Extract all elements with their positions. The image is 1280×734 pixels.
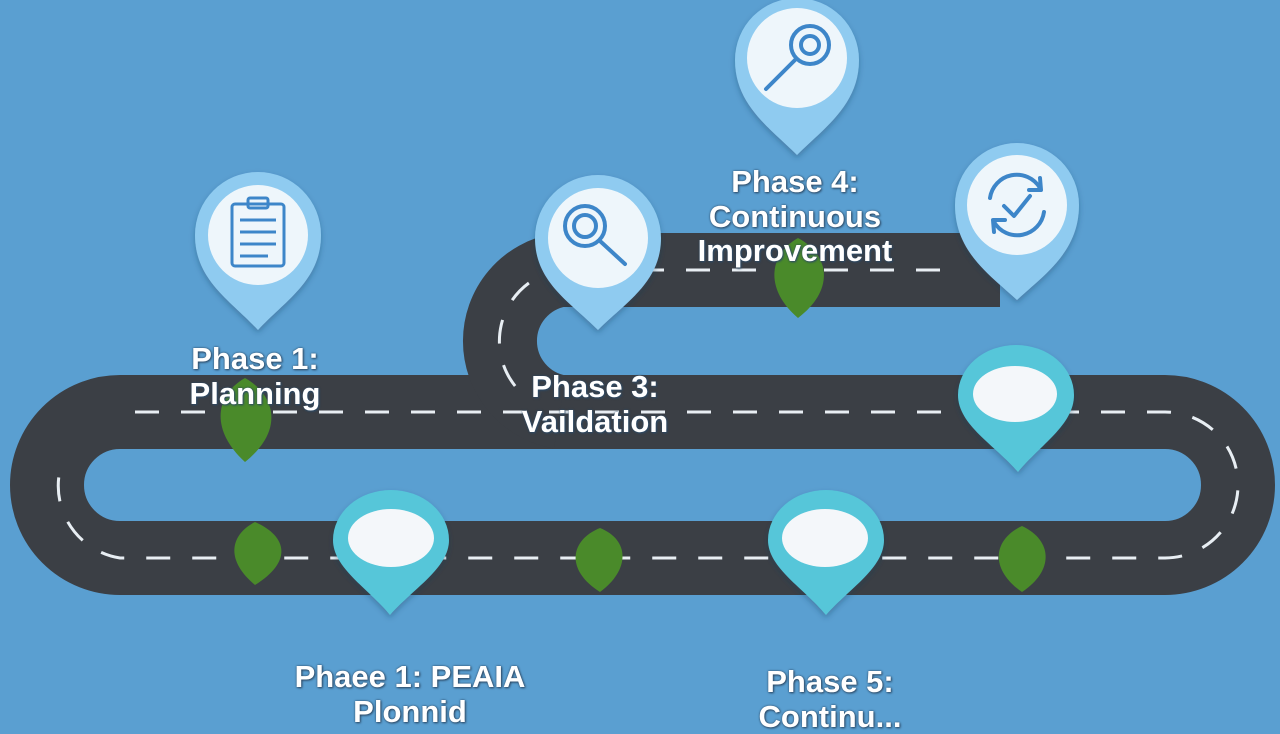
leaf-markers (220, 238, 1046, 592)
teal-pin-right[interactable] (958, 345, 1074, 472)
refresh-pin[interactable] (955, 143, 1079, 300)
bottom-right-label: Phase 5: Continu... (700, 664, 960, 734)
phase3-subtitle: Vaildation (521, 403, 669, 439)
leaf-icon (575, 528, 623, 592)
refresh-check-icon (988, 172, 1046, 238)
leaf-icon (234, 522, 282, 585)
leaf-icon (774, 238, 824, 318)
road (10, 233, 1275, 595)
bottom-left-subtitle: Plonnid (353, 693, 467, 729)
bottom-left-label: Phaee 1: PEAIA Plonnid (250, 659, 570, 729)
phase3-title: Phase 3: (531, 369, 659, 404)
leaf-icon (998, 526, 1046, 592)
teal-pin-bottom-right[interactable] (768, 490, 884, 615)
phase4-label: Phase 4: Continuous Improvement (660, 164, 930, 269)
phase4-subtitle-1: Continuous (708, 198, 882, 234)
phase4-title: Phase 4: (731, 164, 859, 199)
phase4-pin[interactable] (735, 0, 859, 155)
teal-pin-bottom-left[interactable] (333, 490, 449, 615)
phase4-subtitle-2: Improvement (697, 233, 893, 269)
phase1-title: Phase 1: (191, 341, 319, 376)
phase1-subtitle: Planning (189, 375, 321, 411)
phase1-label: Phase 1: Planning (140, 341, 370, 411)
leaf-icon (220, 378, 272, 462)
magnifier-icon (764, 24, 831, 91)
bottom-right-title: Phase 5: (766, 664, 894, 699)
phase3-pin[interactable] (535, 175, 661, 330)
magnifier-icon (563, 204, 627, 266)
phase1-pin[interactable] (195, 172, 321, 330)
clipboard-checklist-icon (230, 196, 286, 268)
bottom-right-subtitle: Continu... (758, 698, 902, 734)
bottom-left-title: Phaee 1: PEAIA (294, 659, 526, 694)
phase3-label: Phase 3: Vaildation (480, 369, 710, 439)
